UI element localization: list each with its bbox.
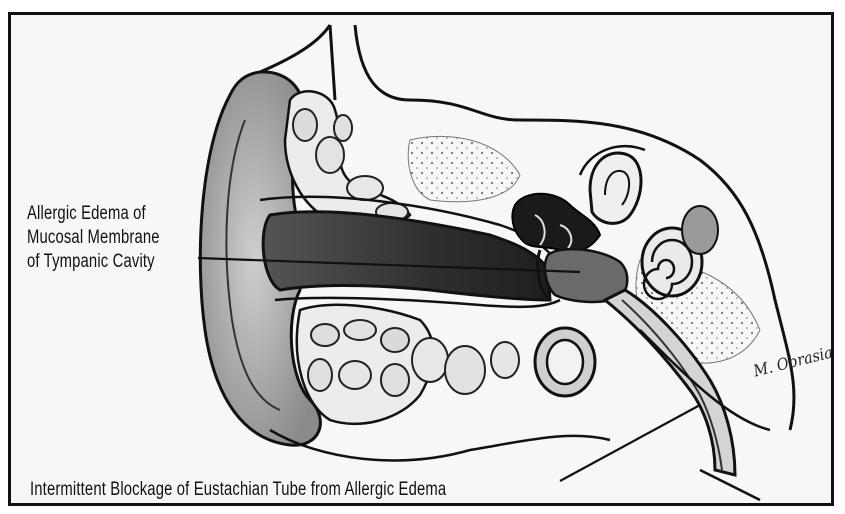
- edema-label-line1: Allergic Edema of: [27, 202, 160, 226]
- ossicles: [512, 194, 600, 252]
- mastoid-cells-upper: [285, 91, 410, 225]
- jaw-outline: [270, 430, 610, 460]
- edema-label: Allergic Edema of Mucosal Membrane of Ty…: [27, 202, 160, 274]
- mastoid-cells-lower: [297, 305, 519, 424]
- blockage-label: Intermittent Blockage of Eustachian Tube…: [30, 478, 446, 502]
- blockage-pointer-line: [560, 405, 700, 481]
- external-auditory-canal: [263, 212, 550, 300]
- edema-label-line3: of Tympanic Cavity: [27, 250, 160, 274]
- temporal-bone: [408, 136, 520, 201]
- semicircular-canals: [590, 153, 641, 223]
- edema-label-line2: Mucosal Membrane: [27, 226, 160, 250]
- jugular-bulb: [535, 328, 595, 396]
